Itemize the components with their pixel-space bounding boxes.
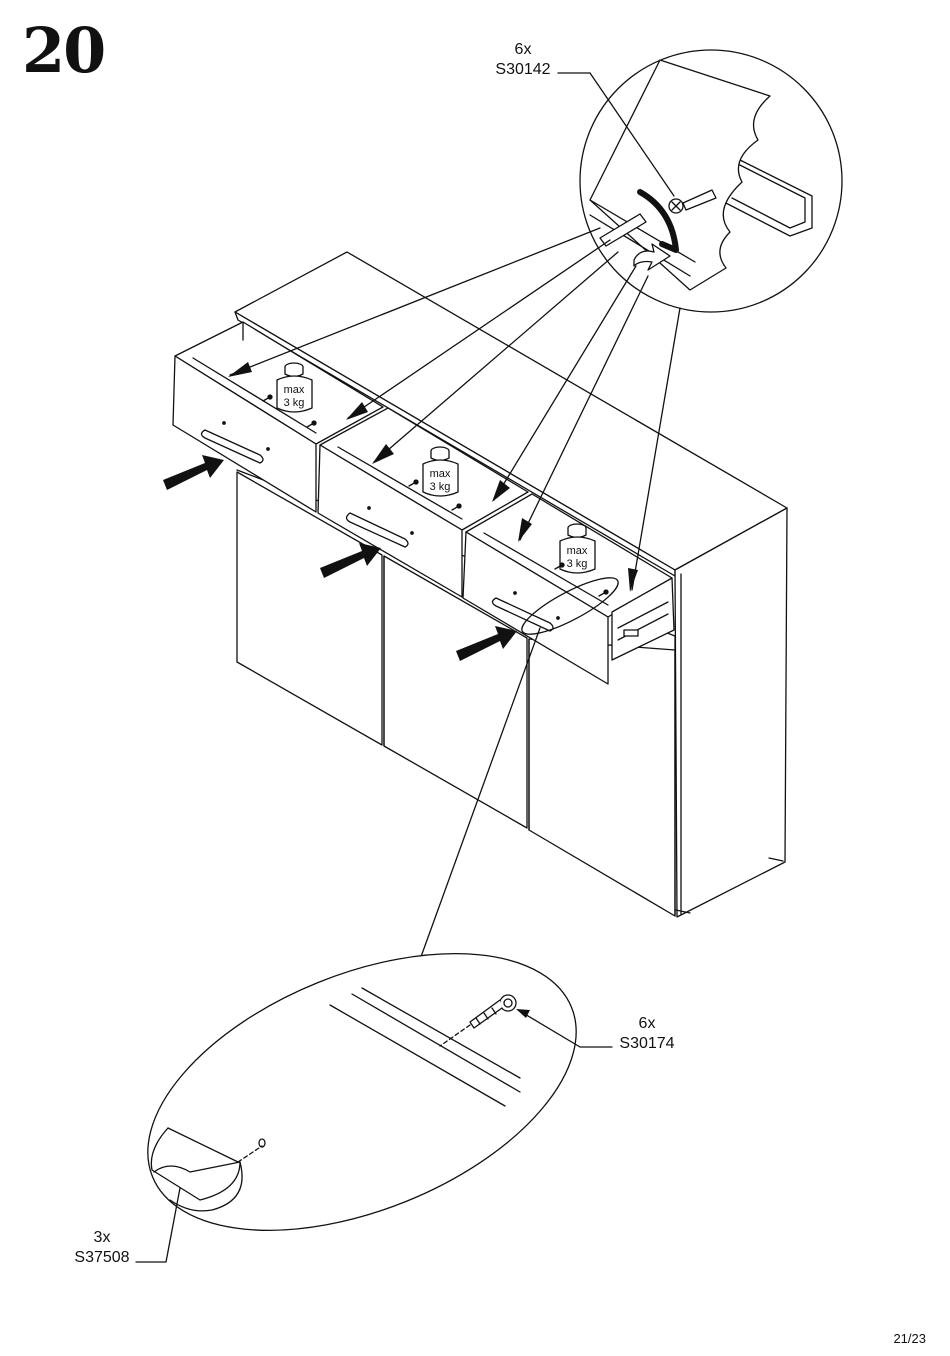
callout-right: 6x S30174 [612,1014,682,1054]
drawer-screws [262,394,609,597]
callout-right-code: S30174 [619,1035,675,1052]
weight-icon-2: max 3 kg [422,446,459,497]
weight-label-1-max: max [284,384,305,396]
callout-bottom-code: S37508 [74,1249,130,1266]
page-number: 21/23 [893,1331,926,1346]
detail-leader-bottom [417,627,541,966]
weight-icon-1: max 3 kg [276,362,313,413]
leader-lines [229,72,681,591]
push-arrows [163,455,517,661]
step-number: 20 [22,14,106,87]
callout-bottom: 3x S37508 [68,1228,136,1268]
detail-ellipse-bottom [135,953,613,1263]
callout-bottom-qty: 3x [93,1229,111,1246]
weight-label-2-max: max [430,468,451,480]
callout-right-qty: 6x [638,1015,656,1032]
weight-label-3-max: max [567,545,588,557]
weight-label-1-kg: 3 kg [284,397,305,409]
detail-circle-top [579,49,843,313]
callout-top-code: S30142 [495,61,551,78]
weight-label-3-kg: 3 kg [567,558,588,570]
weight-icon-3: max 3 kg [559,523,596,574]
weight-label-2-kg: 3 kg [430,481,451,493]
arrowheads [228,362,638,592]
callout-top: 6x S30142 [490,40,556,80]
handle-detail-marker [521,577,619,635]
callout-top-qty: 6x [514,41,532,58]
